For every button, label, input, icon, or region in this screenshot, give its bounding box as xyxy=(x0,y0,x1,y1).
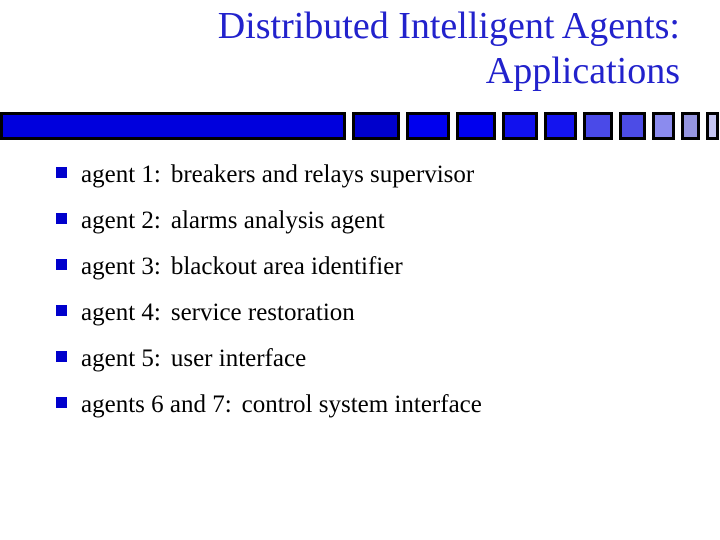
bullet-list-item: agents 6 and 7: control system interface xyxy=(56,390,686,436)
bullet-item-description: blackout area identifier xyxy=(170,253,403,280)
bullet-item-description: user interface xyxy=(170,345,307,372)
decorative-bar-segment xyxy=(0,112,346,140)
bullet-item-label: agents 6 and 7: xyxy=(81,391,232,418)
decorative-bar-segment xyxy=(583,112,613,140)
bullet-item-description: service restoration xyxy=(170,299,355,326)
title-line-1: Distributed Intelligent Agents: xyxy=(217,5,680,47)
bullet-square-icon xyxy=(56,351,67,362)
bullet-item-text: agent 2: alarms analysis agent xyxy=(81,206,686,236)
decorative-bar-segment xyxy=(652,112,675,140)
bullet-item-label: agent 3: xyxy=(81,253,161,280)
bullet-item-description: alarms analysis agent xyxy=(170,207,385,234)
bullet-square-icon xyxy=(56,213,67,224)
bullet-item-text: agents 6 and 7: control system interface xyxy=(81,390,686,420)
decorative-bar-segment xyxy=(406,112,450,140)
bullet-item-description: breakers and relays supervisor xyxy=(170,161,475,188)
decorative-bar-segment xyxy=(619,112,646,140)
bullet-list-item: agent 4: service restoration xyxy=(56,298,686,344)
bullet-item-text: agent 3: blackout area identifier xyxy=(81,252,686,282)
bullet-square-icon xyxy=(56,167,67,178)
bullet-item-text: agent 1: breakers and relays supervisor xyxy=(81,160,686,190)
bullet-item-label: agent 1: xyxy=(81,161,161,188)
bullet-list-item: agent 1: breakers and relays supervisor xyxy=(56,160,686,206)
decorative-bar-segment xyxy=(681,112,700,140)
bullet-item-description: control system interface xyxy=(241,391,482,418)
decorative-bar-segment xyxy=(544,112,577,140)
decorative-bar-segment xyxy=(706,112,719,140)
bullet-item-label: agent 4: xyxy=(81,299,161,326)
bullet-square-icon xyxy=(56,305,67,316)
decorative-bar-segment xyxy=(352,112,400,140)
bullet-item-label: agent 5: xyxy=(81,345,161,372)
bullet-square-icon xyxy=(56,397,67,408)
bullet-item-label: agent 2: xyxy=(81,207,161,234)
bullet-list-item: agent 3: blackout area identifier xyxy=(56,252,686,298)
decorative-bar-segment xyxy=(502,112,538,140)
bullet-list-item: agent 2: alarms analysis agent xyxy=(56,206,686,252)
bullet-item-text: agent 5: user interface xyxy=(81,344,686,374)
decorative-divider-bar xyxy=(0,112,719,140)
decorative-bar-segment xyxy=(456,112,496,140)
title-line-2: Applications xyxy=(485,50,680,92)
bullet-item-text: agent 4: service restoration xyxy=(81,298,686,328)
slide-title: Distributed Intelligent Agents: Applicat… xyxy=(40,4,680,94)
bullet-list-item: agent 5: user interface xyxy=(56,344,686,390)
bullet-square-icon xyxy=(56,259,67,270)
